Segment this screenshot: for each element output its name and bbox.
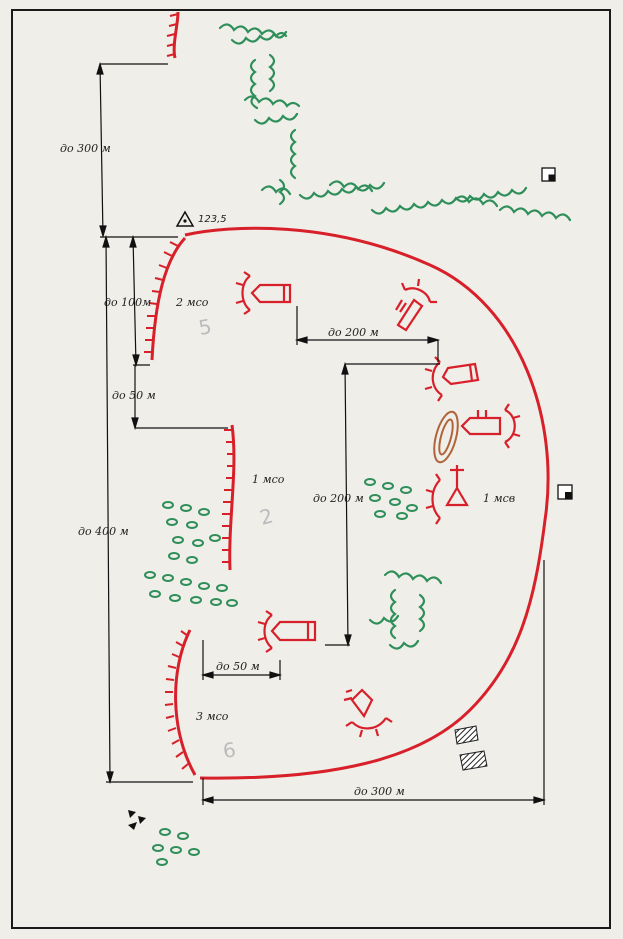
height-mark-label: 123,5: [198, 214, 227, 225]
unit-label-1mso: 1 мсо: [252, 473, 285, 486]
flag-triangle-icon: [425, 465, 469, 525]
unit-label-1mcv: 1 мсв: [483, 492, 515, 505]
distance-label-top: до 300 м: [60, 142, 111, 155]
tank-position-icon: [235, 271, 292, 315]
bush-cluster: [368, 570, 443, 650]
distance-label-300-bottom: до 300 м: [354, 785, 405, 798]
unit-label-3mso: 3 мсо: [196, 710, 229, 723]
half-filled-square-icon: [557, 484, 573, 500]
tank-position-icon: [257, 610, 317, 653]
distance-label-50-left: до 50 м: [112, 389, 156, 402]
distance-label-100: до 100м: [104, 296, 151, 309]
distance-label-200-mid: до 200 м: [313, 492, 364, 505]
half-filled-square-icon: [541, 167, 556, 182]
trench-ticks: [144, 13, 235, 770]
infantry-vehicle-icon: [343, 688, 393, 738]
defense-position-line: [150, 11, 550, 780]
pencil-mark: 6: [221, 737, 237, 763]
pencil-mark: 2: [257, 503, 276, 529]
triangulation-point-icon: [175, 210, 195, 227]
distance-label-200-top: до 200 м: [328, 326, 379, 339]
unit-label-2mso: 2 мсо: [175, 296, 209, 309]
dimension-lines: [96, 61, 547, 805]
distance-label-50-bottom: до 50 м: [216, 660, 260, 673]
pencil-mark: 5: [197, 314, 214, 340]
distance-label-400: до 400 м: [78, 525, 129, 538]
page-frame: [11, 9, 611, 929]
hatched-square-icon: [454, 725, 488, 771]
shrub-dots: [144, 478, 418, 866]
infantry-vehicle-icon: [460, 403, 521, 449]
infantry-vehicle-icon: [395, 278, 437, 332]
mine-symbols-icon: [128, 810, 146, 830]
forest-edge: [218, 23, 572, 222]
lake-icon: [433, 410, 459, 464]
